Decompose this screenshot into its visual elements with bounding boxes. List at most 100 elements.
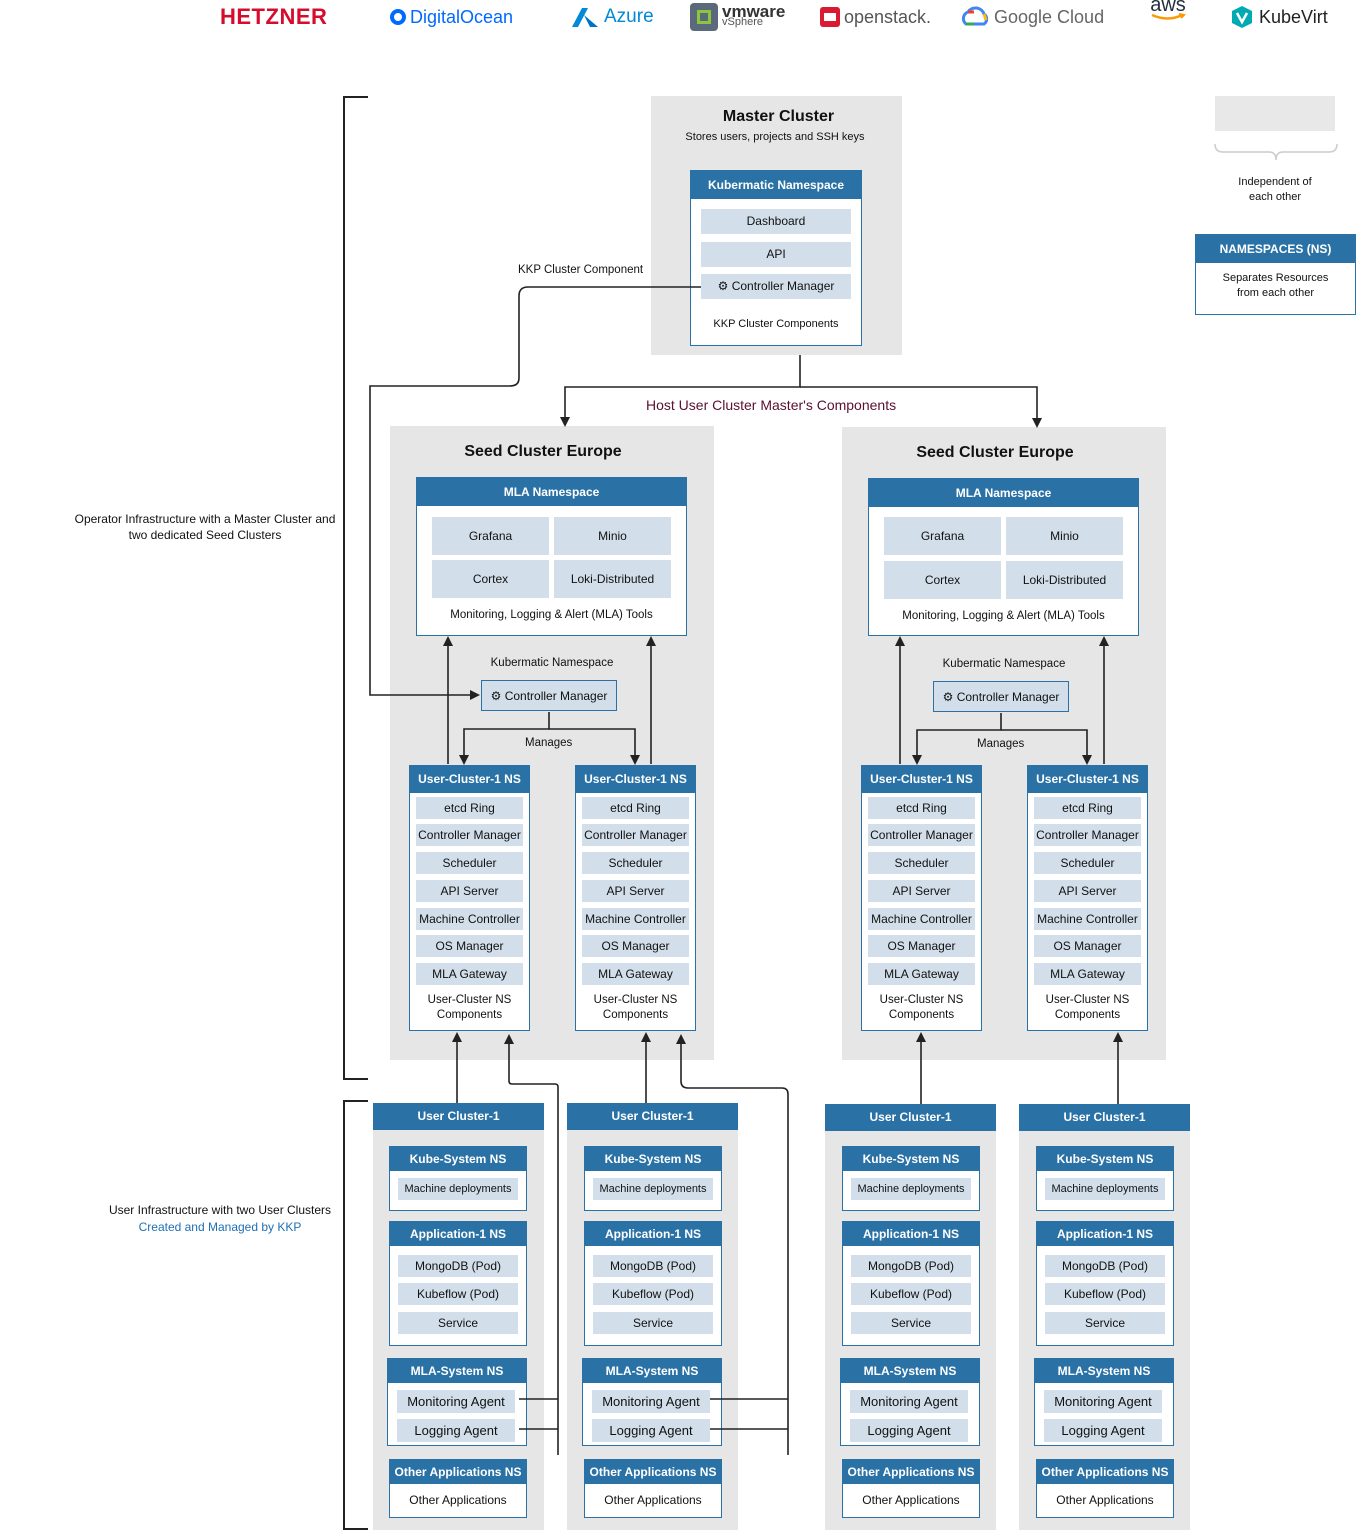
- uc3-other-apps-ns: Other Applications NS Other Applications: [842, 1459, 980, 1518]
- ucns-1-scheduler: Scheduler: [416, 852, 523, 874]
- seed-2-kubermatic-ns-label: Kubermatic Namespace: [942, 658, 1066, 670]
- host-user-cluster-label: Host User Cluster Master's Components: [646, 397, 897, 413]
- ucns-4-machine-controller: Machine Controller: [1034, 908, 1141, 930]
- user-cluster-4-title: User Cluster-1: [1019, 1104, 1190, 1131]
- ucns-3-mla-gateway: MLA Gateway: [868, 963, 975, 985]
- uc1-other-apps-ns: Other Applications NS Other Applications: [389, 1459, 527, 1518]
- ucns-4-controller-manager: Controller Manager: [1034, 824, 1141, 846]
- logo-aws: aws: [1150, 0, 1186, 28]
- ucns-2-api-server: API Server: [582, 880, 689, 902]
- user-cluster-1: User Cluster-1 Kube-System NS Machine de…: [373, 1103, 544, 1530]
- uc2-other-apps-ns: Other Applications NS Other Applications: [584, 1459, 722, 1518]
- ucns-2-etcd: etcd Ring: [582, 797, 689, 819]
- ucns-2-os-manager: OS Manager: [582, 935, 689, 957]
- ucns-4-os-manager: OS Manager: [1034, 935, 1141, 957]
- seed-1-manages-label: Manages: [525, 737, 573, 749]
- seed-cluster-2-title: Seed Cluster Europe: [916, 444, 1074, 461]
- logo-openstack: openstack.: [820, 0, 931, 34]
- ucns-4-mla-gateway: MLA Gateway: [1034, 963, 1141, 985]
- vsphere-icon: [690, 3, 718, 31]
- legend-namespace-desc: Separates Resources from each other: [1222, 272, 1329, 299]
- kkp-cluster-component-label: KKP Cluster Component: [518, 264, 644, 276]
- aws-smile-icon: [1151, 13, 1186, 20]
- gear-icon: ⚙: [717, 279, 729, 293]
- seed-2-mla-footer: Monitoring, Logging & Alert (MLA) Tools: [902, 610, 1105, 622]
- uc4-other-apps-ns: Other Applications NS Other Applications: [1036, 1459, 1174, 1518]
- digitalocean-icon: [390, 9, 406, 25]
- master-dashboard: Dashboard: [701, 209, 851, 234]
- seed-2-manages-label: Manages: [977, 738, 1025, 750]
- uc2-kube-system-ns: Kube-System NS Machine deployments: [584, 1146, 722, 1211]
- user-cluster-2-title: User Cluster-1: [567, 1103, 738, 1130]
- user-cluster-ns-2-title: User-Cluster-1 NS: [576, 766, 695, 793]
- user-infra-bracket: [343, 1100, 368, 1530]
- ucns-2-footer: User-Cluster NS Components: [593, 994, 678, 1021]
- user-cluster-ns-1: User-Cluster-1 NS etcd Ring Controller M…: [409, 765, 530, 1031]
- uc3-mla-system-ns: MLA-System NS Monitoring Agent Logging A…: [840, 1358, 980, 1446]
- ucns-4-etcd: etcd Ring: [1034, 797, 1141, 819]
- seed-2-mla-ns-title: MLA Namespace: [869, 479, 1138, 507]
- logo-azure: Azure: [570, 0, 654, 34]
- logo-hetzner: HETZNER: [220, 4, 328, 29]
- legend-grey-box: [1215, 96, 1335, 131]
- master-kkp-components-footer: KKP Cluster Components: [713, 318, 839, 330]
- master-cluster-title: Master Cluster: [722, 108, 835, 125]
- legend-independent-text: Independent of each other: [1238, 176, 1312, 203]
- master-controller-manager: ⚙ Controller Manager: [701, 274, 851, 299]
- ucns-2-machine-controller: Machine Controller: [582, 908, 689, 930]
- uc3-application-ns: Application-1 NS MongoDB (Pod) Kubeflow …: [842, 1221, 980, 1346]
- legend-brace: [1214, 143, 1338, 161]
- uc2-application-ns: Application-1 NS MongoDB (Pod) Kubeflow …: [584, 1221, 722, 1346]
- user-cluster-2: User Cluster-1 Kube-System NS Machine de…: [567, 1103, 738, 1530]
- legend-namespace-title: NAMESPACES (NS): [1196, 235, 1355, 263]
- uc1-mla-system-ns: MLA-System NS Monitoring Agent Logging A…: [387, 1358, 527, 1446]
- ucns-1-api-server: API Server: [416, 880, 523, 902]
- seed-1-controller-manager: ⚙ Controller Manager: [481, 680, 617, 711]
- seed-2-controller-manager: ⚙ Controller Manager: [933, 681, 1069, 712]
- legend-namespace-box: NAMESPACES (NS) Separates Resources from…: [1195, 234, 1356, 315]
- seed-2-mla-namespace: MLA Namespace: [868, 478, 1139, 636]
- seed-1-cortex: Cortex: [432, 560, 549, 598]
- master-to-seed-1: [560, 355, 801, 427]
- uc4-mla-system-ns: MLA-System NS Monitoring Agent Logging A…: [1034, 1358, 1174, 1446]
- kubevirt-icon: [1232, 6, 1252, 28]
- uc1-application-ns: Application-1 NS MongoDB (Pod) Kubeflow …: [389, 1221, 527, 1346]
- seed-1-mla-ns-title: MLA Namespace: [417, 478, 686, 506]
- uc4-application-ns: Application-1 NS MongoDB (Pod) Kubeflow …: [1036, 1221, 1174, 1346]
- gear-icon: ⚙: [490, 689, 502, 703]
- azure-icon: [572, 8, 598, 27]
- ucns-1-mla-gateway: MLA Gateway: [416, 963, 523, 985]
- seed-2-grafana: Grafana: [884, 517, 1001, 555]
- ucns-2-scheduler: Scheduler: [582, 852, 689, 874]
- openstack-icon: [820, 7, 840, 27]
- seed-1-minio: Minio: [554, 517, 671, 555]
- uc4-kube-system-ns: Kube-System NS Machine deployments: [1036, 1146, 1174, 1211]
- uc3-kube-system-ns: Kube-System NS Machine deployments: [842, 1146, 980, 1211]
- logo-vmware: vmware vSphere: [690, 0, 785, 34]
- uc1-kube-system-ns: Kube-System NS Machine deployments: [389, 1146, 527, 1211]
- master-kubermatic-ns-title: Kubermatic Namespace: [691, 171, 861, 199]
- ucns-4-footer: User-Cluster NS Components: [1045, 994, 1130, 1021]
- ucns-3-etcd: etcd Ring: [868, 797, 975, 819]
- logo-google-cloud: Google Cloud: [960, 0, 1104, 34]
- ucns-1-os-manager: OS Manager: [416, 935, 523, 957]
- ucns-1-footer: User-Cluster NS Components: [427, 994, 512, 1021]
- user-infra-label: User Infrastructure with two User Cluste…: [108, 1203, 332, 1217]
- google-cloud-icon: [961, 6, 989, 26]
- ucns-1-etcd: etcd Ring: [416, 797, 523, 819]
- master-api: API: [701, 242, 851, 267]
- ucns-4-api-server: API Server: [1034, 880, 1141, 902]
- user-cluster-3: User Cluster-1 Kube-System NS Machine de…: [825, 1104, 996, 1530]
- ucns-3-scheduler: Scheduler: [868, 852, 975, 874]
- ucns-1-controller-manager: Controller Manager: [416, 824, 523, 846]
- user-cluster-ns-2: User-Cluster-1 NS etcd Ring Controller M…: [575, 765, 696, 1031]
- ucns-4-scheduler: Scheduler: [1034, 852, 1141, 874]
- user-cluster-1-title: User Cluster-1: [373, 1103, 544, 1130]
- seed-2-minio: Minio: [1006, 517, 1123, 555]
- ucns-2-mla-gateway: MLA Gateway: [582, 963, 689, 985]
- ucns-3-api-server: API Server: [868, 880, 975, 902]
- operator-infra-label: Operator Infrastructure with a Master Cl…: [74, 512, 336, 542]
- ucns-3-machine-controller: Machine Controller: [868, 908, 975, 930]
- user-cluster-ns-4: User-Cluster-1 NS etcd Ring Controller M…: [1027, 765, 1148, 1031]
- seed-1-grafana: Grafana: [432, 517, 549, 555]
